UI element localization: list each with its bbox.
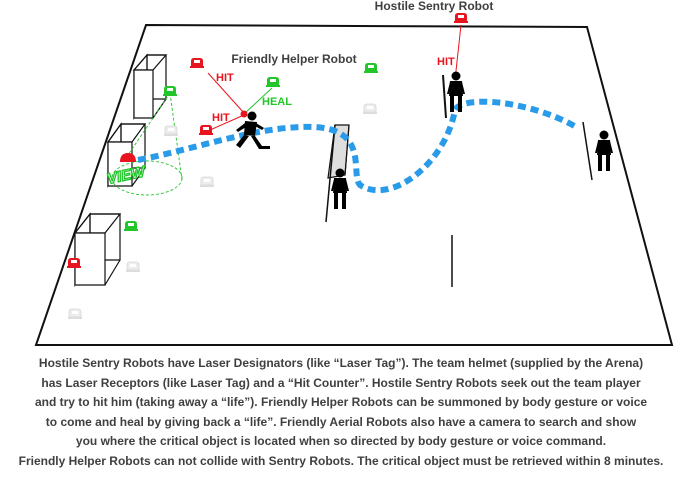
inactive-robot-icon: [125, 261, 141, 273]
hostile-panel-edge: [442, 74, 447, 119]
caption: Hostile Sentry Robots have Laser Designa…: [0, 354, 682, 472]
hit-marker: [240, 110, 248, 118]
hit-label: HIT: [216, 72, 234, 84]
heal-label: HEAL: [262, 96, 292, 108]
critical-object-icon: [120, 153, 136, 162]
inactive-robot-icon: [67, 308, 83, 320]
caption-line: Friendly Helper Robots can not collide w…: [18, 453, 664, 468]
player-path: [137, 98, 580, 194]
arena-diagram: VIEW Hostile Sentry Robot Friendly Helpe…: [34, 0, 674, 346]
hostile-robot-icon: [190, 58, 204, 68]
friendly-robot-icon: [364, 63, 378, 73]
inactive-robot-icon: [199, 176, 215, 188]
obstacle-box-middle: [106, 122, 147, 188]
laser-lines: [207, 24, 462, 131]
caption-line: you where the critical object is located…: [75, 434, 607, 449]
obstacle-box-bottom: [73, 212, 122, 288]
friendly-robot-title: Friendly Helper Robot: [231, 52, 356, 66]
hostile-robot-title: Hostile Sentry Robot: [375, 0, 494, 13]
caption-line: has Laser Receptors (like Laser Tag) and…: [41, 375, 641, 390]
inactive-robot-icon: [163, 125, 179, 137]
caption-line: to come and heal by giving back a “life”…: [45, 414, 637, 429]
arena-floor: [34, 23, 674, 346]
hit-label: HIT: [437, 56, 455, 68]
obstacle-box-top: [132, 53, 168, 120]
hostile-robot-icon: [199, 125, 213, 135]
inactive-robot-icon: [362, 103, 378, 115]
hostile-robot-icon: [67, 258, 81, 268]
hostile-robot-icon: [454, 13, 468, 23]
caption-line: and try to hit him (taking away a “life”…: [34, 395, 648, 410]
friendly-robot-icon: [266, 77, 280, 87]
player-at-exit-icon: [595, 130, 613, 171]
hit-label: HIT: [212, 112, 230, 124]
friendly-robot-icon: [163, 86, 177, 96]
right-wall-edge: [582, 121, 593, 181]
friendly-robot-icon: [124, 221, 138, 231]
caption-line: Hostile Sentry Robots have Laser Designa…: [38, 356, 644, 370]
